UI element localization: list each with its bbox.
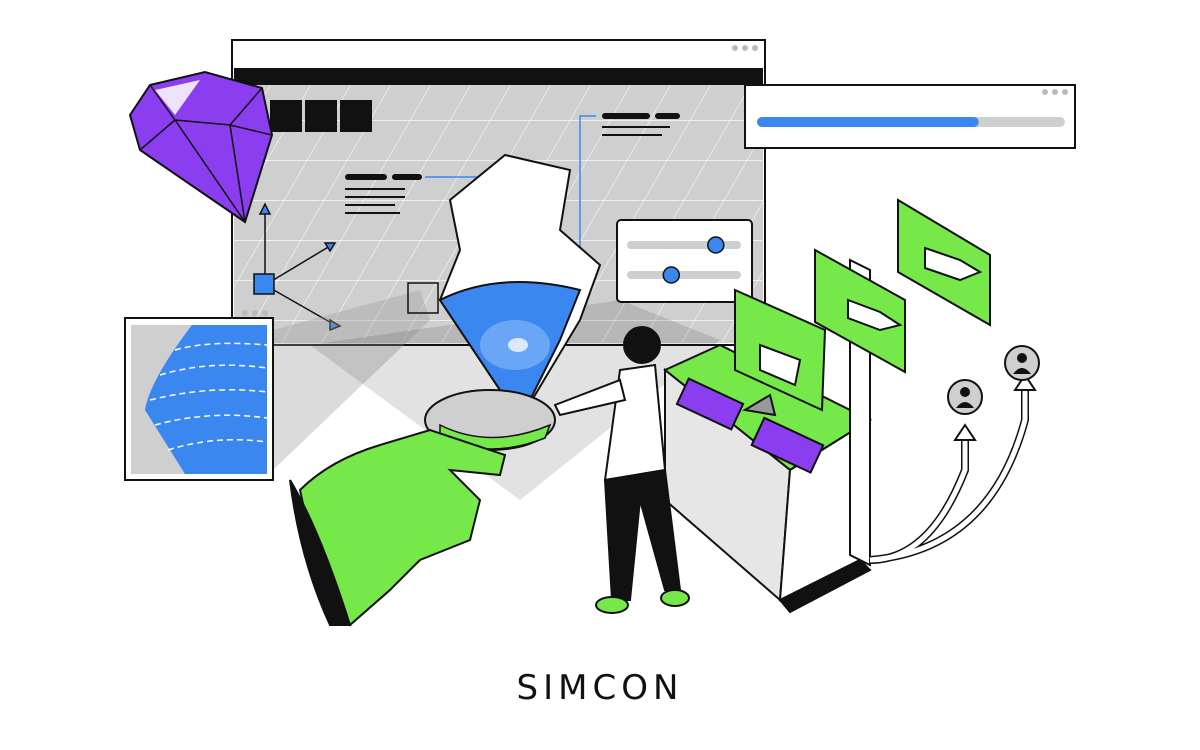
tool-square-icon [340,100,372,132]
progress-fill [757,117,979,127]
axis-gizmo-icon [253,202,342,332]
slider-knob[interactable] [662,266,681,284]
signage [814,198,1037,567]
gem-icon [128,70,274,224]
hand-illustration [289,428,507,627]
brand-logo: SIMCON [516,668,684,708]
person-illustration [553,326,690,614]
window-toolbar [234,68,763,85]
tool-square-icon [270,100,302,132]
tool-square-icon [305,100,337,132]
detail-inset-window [124,290,430,481]
desk [663,288,873,614]
slider-panel [616,219,753,303]
slider-knob[interactable] [707,236,725,254]
slider-track [627,271,741,279]
3d-part-model [407,153,602,422]
user-avatar-icon [1004,345,1040,381]
progress-window [744,84,1076,149]
user-avatar-icon [947,379,983,415]
